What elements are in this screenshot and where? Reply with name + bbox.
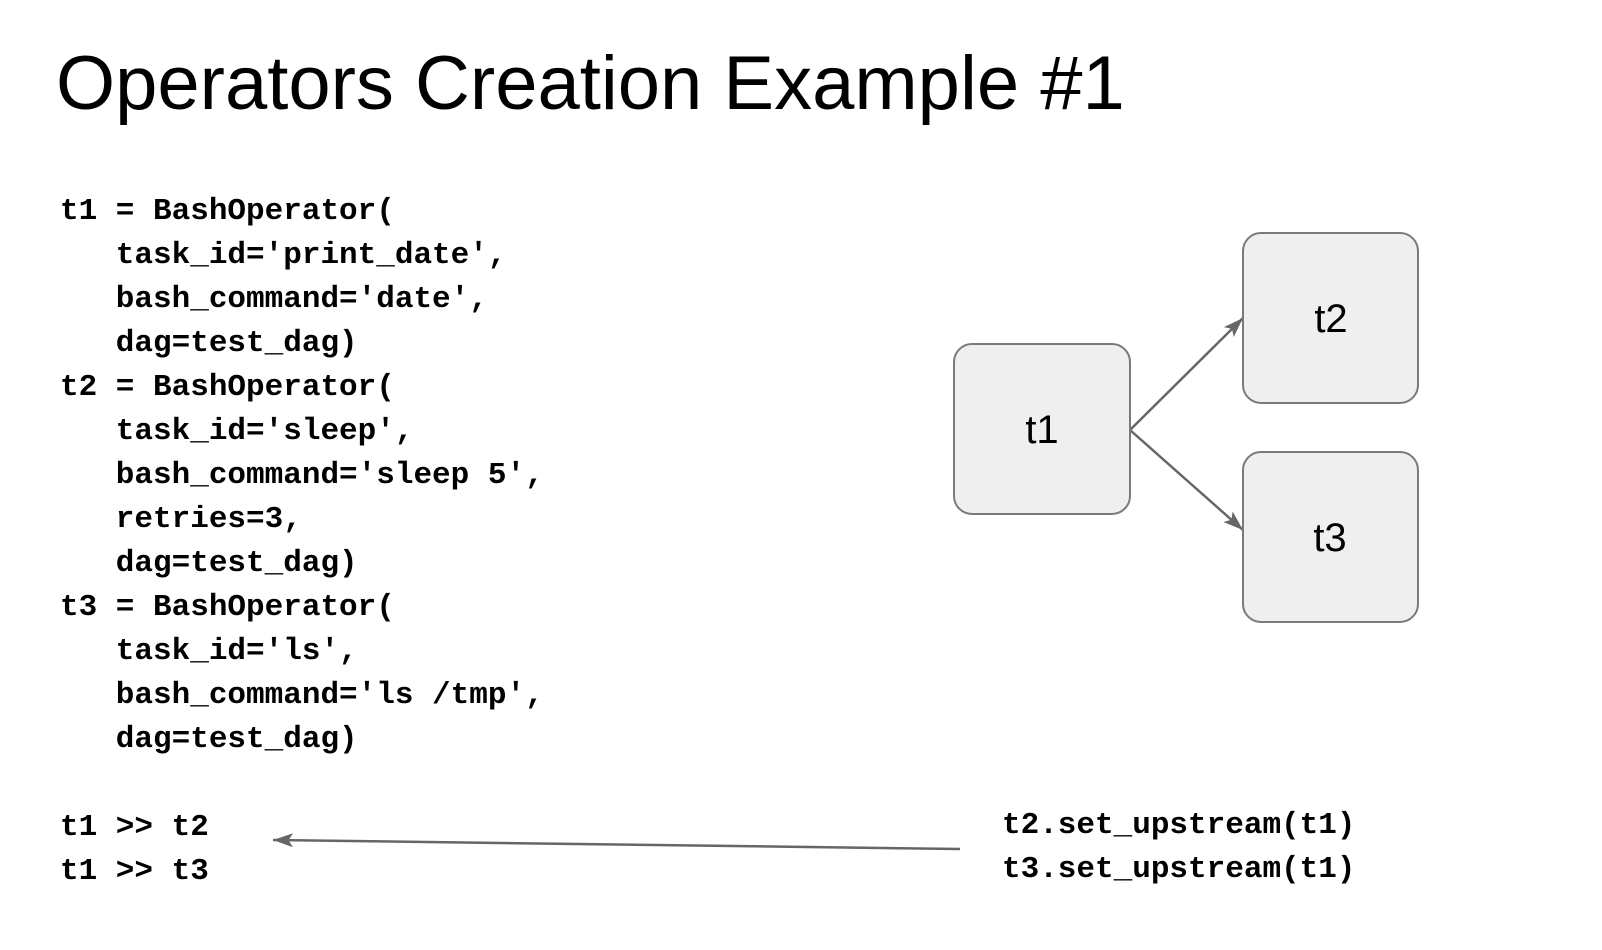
set-upstream-code-block: t2.set_upstream(t1) t3.set_upstream(t1) — [1002, 808, 1356, 887]
edge-t1-t3-arrow — [1129, 429, 1244, 531]
edge-t1-t2-arrow — [1129, 317, 1244, 431]
node-t2-box — [1242, 232, 1419, 404]
node-t2-label: t2 — [1314, 297, 1347, 341]
node-t3-box — [1242, 451, 1419, 623]
node-t3-label: t3 — [1313, 516, 1346, 560]
node-t1-box — [953, 343, 1131, 515]
page-title: Operators Creation Example #1 — [56, 41, 1125, 126]
equivalence-annotation-arrow — [272, 833, 961, 851]
node-t1-label: t1 — [1025, 408, 1058, 452]
operators-code-block: t1 = BashOperator( task_id='print_date',… — [60, 194, 544, 889]
